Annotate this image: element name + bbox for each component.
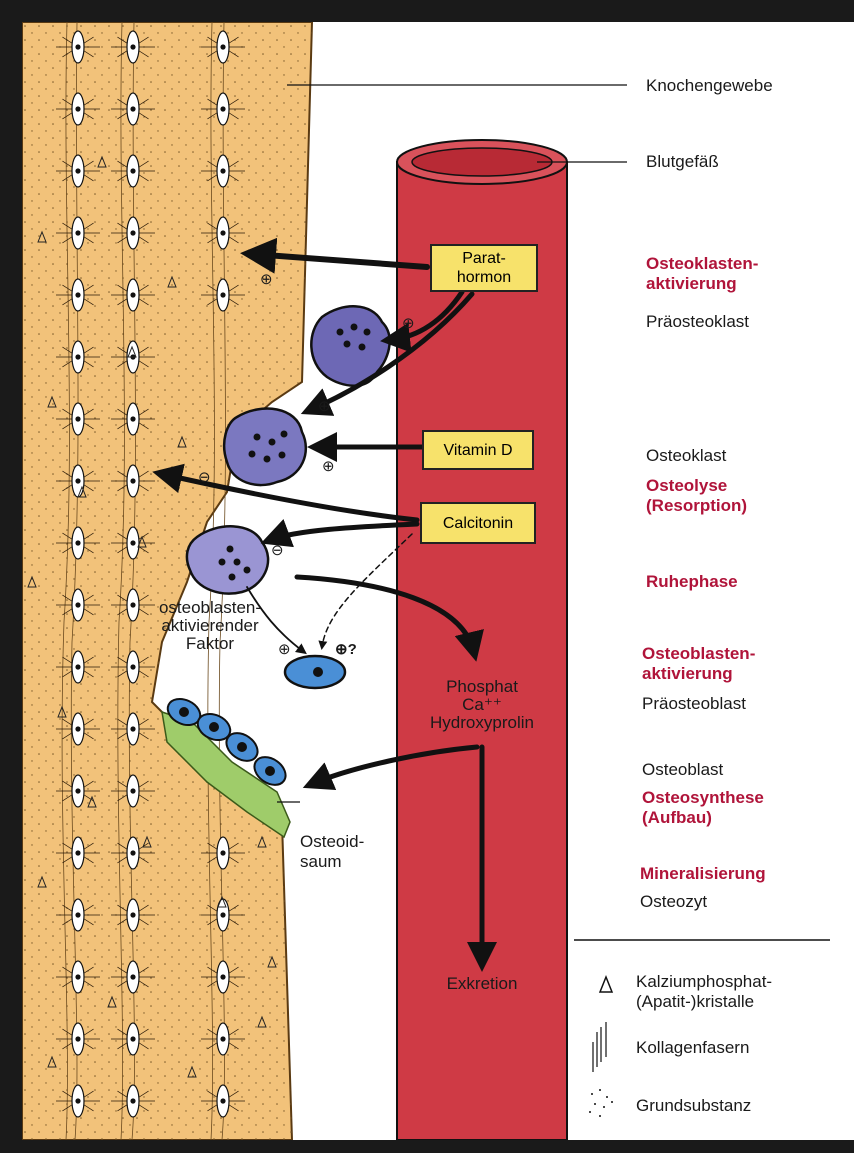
ruhephase-label: Ruhephase — [646, 572, 738, 592]
triangle-icon — [600, 977, 612, 992]
diagram-page: Parat- hormon Vitamin D Calcitonin ⊕ ⊕ ⊕… — [22, 22, 854, 1140]
vitamin-d-box: Vitamin D — [422, 430, 534, 470]
osteoklasten-aktivierung-label: Osteoklasten- aktivierung — [646, 254, 758, 294]
knochengewebe-label: Knochengewebe — [646, 76, 773, 96]
plus-sign: ⊕ — [318, 397, 331, 417]
osteoblast-label: Osteoblast — [642, 760, 723, 780]
legend-kalziumphosphat: Kalziumphosphat- (Apatit-)kristalle — [636, 972, 772, 1012]
blutgefaess-label: Blutgefäß — [646, 152, 719, 172]
osteoidsaum-label: Osteoid- saum — [300, 832, 364, 872]
osteoblasten-aktivierung-label: Osteoblasten- aktivierung — [642, 644, 755, 684]
minus-sign: ⊖ — [198, 468, 211, 488]
plus-sign: ⊕ — [402, 314, 415, 334]
dots-icon — [589, 1089, 613, 1117]
exkretion-label: Exkretion — [412, 975, 552, 993]
osteoklast-label: Osteoklast — [646, 446, 726, 466]
plus-sign: ⊕ — [322, 457, 335, 477]
legend-kollagenfasern: Kollagenfasern — [636, 1038, 749, 1058]
osteolyse-label: Osteolyse (Resorption) — [646, 476, 747, 516]
legend-grundsubstanz: Grundsubstanz — [636, 1096, 751, 1116]
praeosteoblast-label: Präosteoblast — [642, 694, 746, 714]
phosphat-label: Phosphat Ca⁺⁺ Hydroxyprolin — [402, 678, 562, 732]
osteoklast-cell — [224, 409, 306, 486]
fiber-icon — [593, 1022, 606, 1072]
parathormon-box: Parat- hormon — [430, 244, 538, 292]
plus-question-sign: ⊕? — [335, 640, 357, 660]
minus-sign: ⊖ — [271, 541, 284, 561]
calcitonin-box: Calcitonin — [420, 502, 536, 544]
osteoblasten-faktor-label: osteoblasten- aktivierender Faktor — [135, 599, 285, 653]
mineralisierung-label: Mineralisierung — [640, 864, 766, 884]
osteosynthese-label: Osteosynthese (Aufbau) — [642, 788, 764, 828]
praeosteoblast-cell — [285, 656, 345, 688]
osteozyt-label: Osteozyt — [640, 892, 707, 912]
ruhe-osteoklast-cell — [187, 526, 268, 593]
plus-sign: ⊕ — [260, 270, 273, 290]
praeosteoklast-label: Präosteoklast — [646, 312, 749, 332]
